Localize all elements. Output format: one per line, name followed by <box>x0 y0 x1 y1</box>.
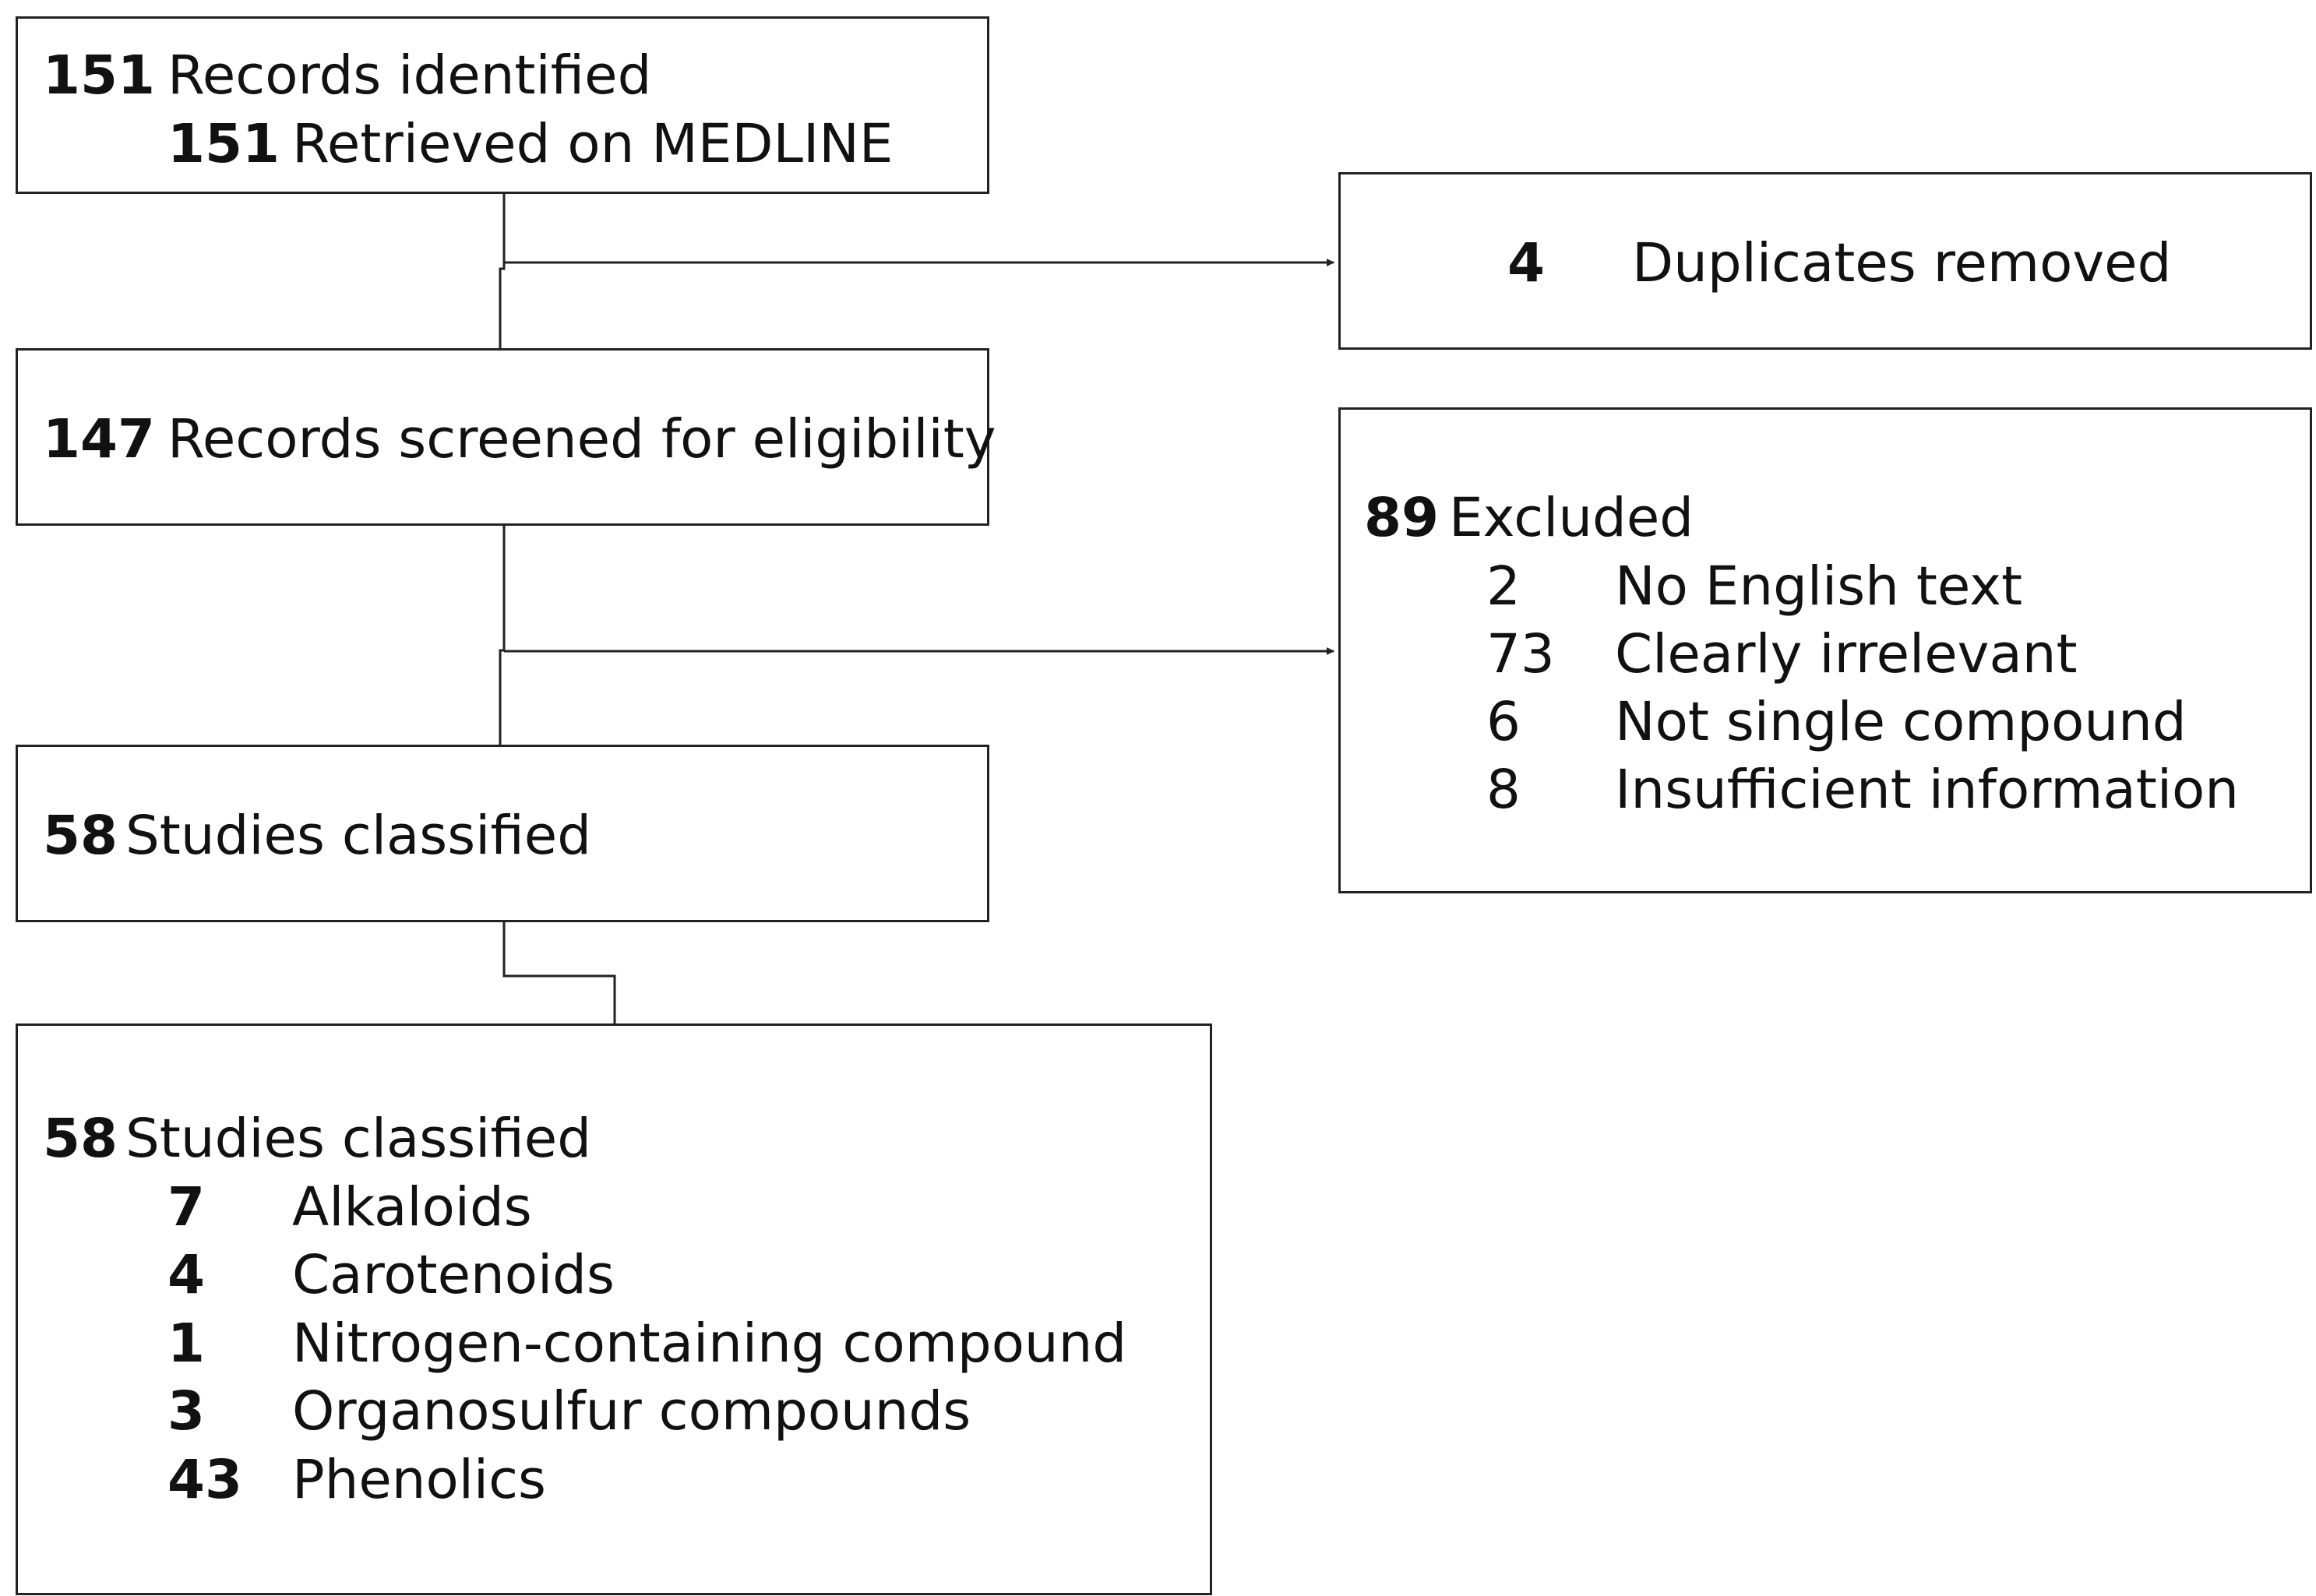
screened-label: Records screened for eligibility <box>167 408 996 470</box>
classified-label: Studies classified <box>125 805 592 867</box>
excluded-item-label: No English text <box>1615 555 2023 618</box>
excluded-label: Excluded <box>1449 487 1694 549</box>
medline-label: Retrieved on MEDLINE <box>292 113 894 175</box>
breakdown-item-count: 3 <box>167 1380 206 1443</box>
connector-classified-breakdown <box>502 921 616 1027</box>
identified-count: 151 <box>43 44 156 107</box>
classified-count: 58 <box>43 805 118 867</box>
breakdown-item-count: 43 <box>167 1449 243 1511</box>
classified-box: 58 Studies classified <box>16 745 989 922</box>
connector-screened-classified <box>499 526 506 748</box>
screened-count: 147 <box>43 408 156 470</box>
breakdown-item-label: Nitrogen-containing compound <box>292 1312 1127 1375</box>
excluded-item-label: Not single compound <box>1615 691 2187 753</box>
duplicates-count: 4 <box>1507 232 1546 294</box>
breakdown-count: 58 <box>43 1108 118 1170</box>
duplicates-box: 4 Duplicates removed <box>1338 172 2312 350</box>
excluded-item-count: 2 <box>1486 555 1521 618</box>
breakdown-item-label: Alkaloids <box>292 1176 532 1238</box>
excluded-box: 89 Excluded 2 No English text 73 Clearly… <box>1338 407 2312 893</box>
breakdown-item-count: 7 <box>167 1176 206 1238</box>
excluded-item-label: Clearly irrelevant <box>1615 623 2078 685</box>
breakdown-label: Studies classified <box>125 1108 592 1170</box>
breakdown-item-label: Carotenoids <box>292 1244 615 1306</box>
duplicates-label: Duplicates removed <box>1632 232 2172 294</box>
excluded-count: 89 <box>1364 487 1440 549</box>
breakdown-item-count: 4 <box>167 1244 206 1306</box>
identified-label: Records identified <box>167 44 652 107</box>
excluded-item-count: 8 <box>1486 759 1521 821</box>
medline-count: 151 <box>167 113 280 175</box>
excluded-item-count: 73 <box>1486 623 1555 685</box>
breakdown-item-label: Phenolics <box>292 1449 546 1511</box>
identified-box: 151 Records identified 151 Retrieved on … <box>16 16 989 194</box>
breakdown-box: 58 Studies classified 7 Alkaloids 4 Caro… <box>16 1023 1212 1595</box>
breakdown-item-label: Organosulfur compounds <box>292 1380 971 1443</box>
breakdown-item-count: 1 <box>167 1312 206 1375</box>
excluded-item-count: 6 <box>1486 691 1521 753</box>
connector-identified-screened <box>499 193 506 351</box>
screened-box: 147 Records screened for eligibility <box>16 348 996 526</box>
excluded-item-label: Insufficient information <box>1615 759 2239 821</box>
